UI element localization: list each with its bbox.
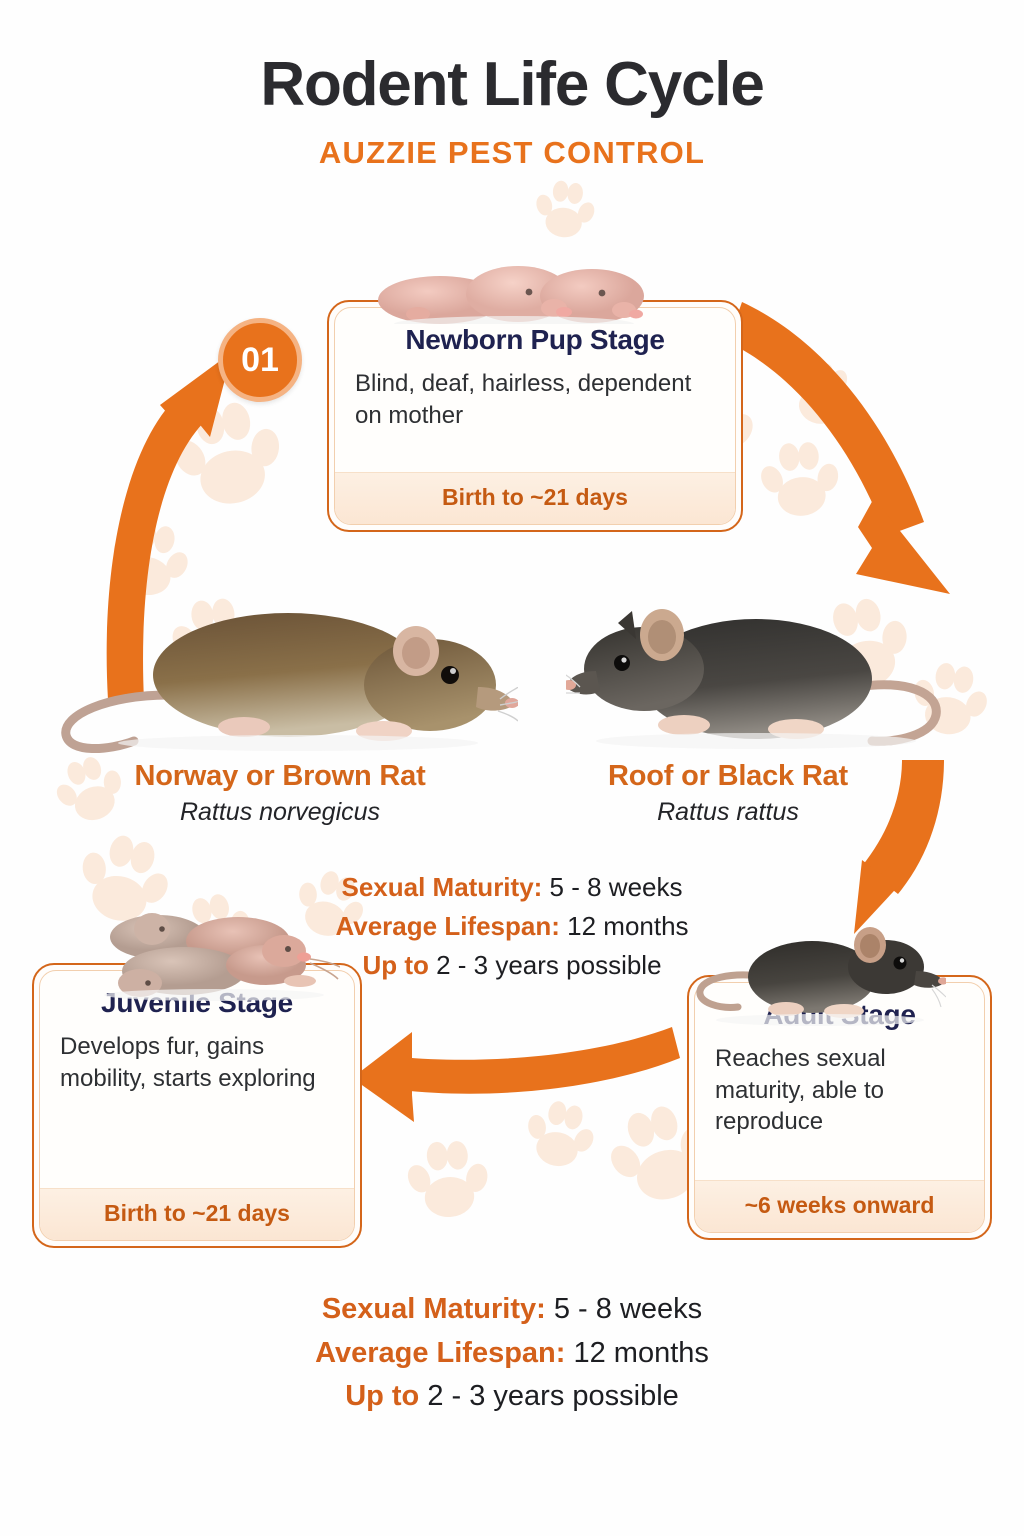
stage-title: Newborn Pup Stage <box>405 324 665 355</box>
arrow-adult-to-juvenile-icon <box>352 1027 680 1122</box>
stage-description: Blind, deaf, hairless, dependent on moth… <box>355 370 692 429</box>
arrow-juvenile-to-newborn-icon <box>106 352 232 700</box>
stage-title: Juvenile Stage <box>101 987 293 1018</box>
fact-row: Up to 2 - 3 years possible <box>262 946 762 985</box>
fact-label: Up to <box>362 950 429 980</box>
fact-row: Up to 2 - 3 years possible <box>182 1375 842 1419</box>
black-rat-photo <box>562 575 976 755</box>
stage-description: Reaches sexual maturity, able to reprodu… <box>715 1045 886 1136</box>
species-scientific-name: Rattus rattus <box>657 798 799 826</box>
species-common-name: Norway or Brown Rat <box>134 760 426 792</box>
brown-rat-photo <box>48 575 519 755</box>
poster-header: Rodent Life Cycle AUZZIE PEST CONTROL <box>0 52 1024 171</box>
species-scientific-name: Rattus norvegicus <box>179 798 381 826</box>
facts-block-middle: Sexual Maturity: 5 - 8 weeks Average Lif… <box>262 868 762 985</box>
stage-duration-badge: Birth to ~21 days <box>40 1188 354 1240</box>
species-common-name: Roof or Black Rat <box>608 760 848 792</box>
fact-value: 2 - 3 years possible <box>427 1380 679 1412</box>
stage-card-body: Adult Stage Reaches sexual maturity, abl… <box>695 983 984 1180</box>
fact-row: Average Lifespan: 12 months <box>262 907 762 946</box>
facts-block-bottom: Sexual Maturity: 5 - 8 weeks Average Lif… <box>182 1288 842 1419</box>
stage-card-body: Juvenile Stage Develops fur, gains mobil… <box>40 971 354 1188</box>
stage-duration-badge: Birth to ~21 days <box>335 472 735 524</box>
fact-label: Sexual Maturity: <box>341 872 543 902</box>
stage-duration-badge: ~6 weeks onward <box>695 1180 984 1232</box>
fact-row: Average Lifespan: 12 months <box>182 1332 842 1376</box>
stage-card-newborn[interactable]: Newborn Pup Stage Blind, deaf, hairless,… <box>327 300 743 532</box>
page-title: Rodent Life Cycle <box>260 50 764 119</box>
stage-card-inner: Newborn Pup Stage Blind, deaf, hairless,… <box>334 307 736 525</box>
stage-number-badge-01: 01 <box>218 318 302 402</box>
stage-card-inner: Juvenile Stage Develops fur, gains mobil… <box>39 970 355 1241</box>
fact-value: 2 - 3 years possible <box>436 950 662 980</box>
fact-label: Average Lifespan: <box>335 911 560 941</box>
fact-row: Sexual Maturity: 5 - 8 weeks <box>262 868 762 907</box>
fact-row: Sexual Maturity: 5 - 8 weeks <box>182 1288 842 1332</box>
fact-value: 12 months <box>567 911 689 941</box>
stage-card-body: Newborn Pup Stage Blind, deaf, hairless,… <box>335 308 735 472</box>
stage-card-adult[interactable]: Adult Stage Reaches sexual maturity, abl… <box>687 975 992 1240</box>
species-brown-rat: Norway or Brown Rat Rattus norvegicus <box>70 760 490 827</box>
fact-label: Average Lifespan: <box>315 1336 566 1369</box>
fact-label: Sexual Maturity: <box>321 1293 546 1325</box>
stage-card-inner: Adult Stage Reaches sexual maturity, abl… <box>694 982 985 1233</box>
brand-subtitle: AUZZIE PEST CONTROL <box>318 135 706 171</box>
fact-value: 12 months <box>573 1336 709 1369</box>
stage-description: Develops fur, gains mobility, starts exp… <box>60 1033 316 1092</box>
fact-value: 5 - 8 weeks <box>553 1293 703 1325</box>
arrow-newborn-to-right-icon <box>728 302 950 594</box>
fact-label: Up to <box>345 1380 420 1412</box>
species-black-rat: Roof or Black Rat Rattus rattus <box>528 760 928 827</box>
stage-title: Adult Stage <box>763 999 916 1030</box>
fact-value: 5 - 8 weeks <box>549 872 683 902</box>
stage-card-juvenile[interactable]: Juvenile Stage Develops fur, gains mobil… <box>32 963 362 1248</box>
